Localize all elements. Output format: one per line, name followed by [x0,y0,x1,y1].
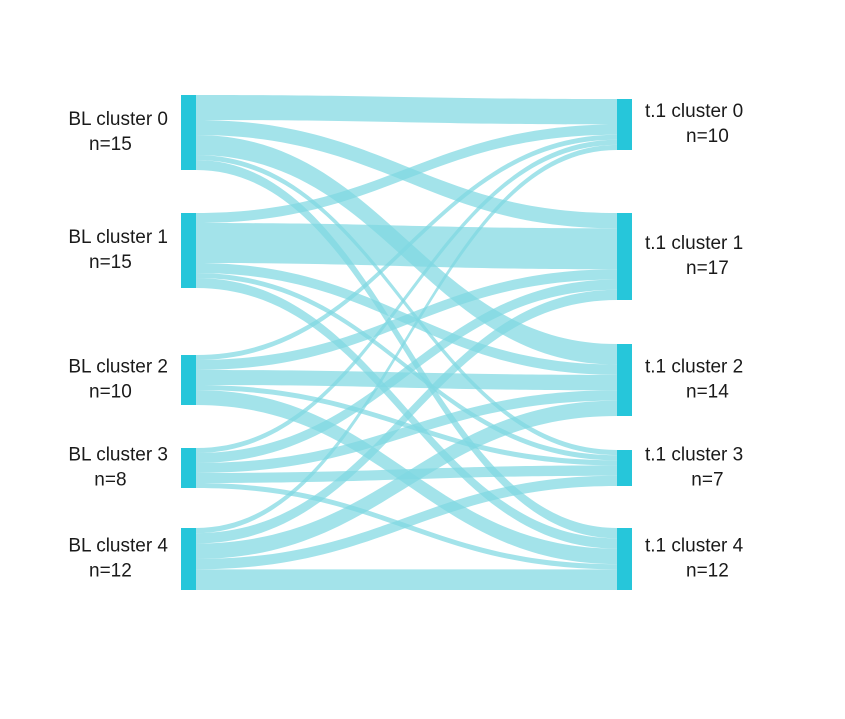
node-label-count: n=8 [94,470,126,491]
sankey-link[interactable] [196,475,617,570]
sankey-node-t4[interactable] [617,528,632,590]
sankey-link[interactable] [196,370,617,391]
node-label-group-t4: t.1 cluster 4 n=12 [645,536,744,582]
sankey-link[interactable] [196,144,617,534]
node-label-count: n=12 [89,561,132,582]
node-label-name: t.1 cluster 4 [645,536,744,557]
sankey-node-t2[interactable] [617,344,632,416]
node-label-name: t.1 cluster 0 [645,101,743,122]
sankey-link[interactable] [196,139,617,454]
sankey-link[interactable] [196,289,617,544]
node-label-count: n=15 [89,252,132,273]
node-label-count: n=15 [89,134,132,155]
sankey-node-bl1[interactable] [181,213,196,288]
node-label-name: t.1 cluster 2 [645,357,743,378]
node-label-group-t3: t.1 cluster 3 n=7 [645,445,743,491]
sankey-node-t1[interactable] [617,213,632,300]
sankey-node-bl2[interactable] [181,355,196,405]
sankey-link[interactable] [196,400,617,559]
sankey-link[interactable] [196,390,617,473]
node-label-group-bl1: BL cluster 1 n=15 [68,227,168,273]
sankey-link[interactable] [196,160,617,539]
sankey-link[interactable] [196,134,617,360]
node-label-group-t0: t.1 cluster 0 n=10 [645,101,743,147]
sankey-link[interactable] [196,269,617,370]
node-label-group-t2: t.1 cluster 2 n=14 [645,357,743,403]
sankey-node-t3[interactable] [617,450,632,486]
node-label-name: t.1 cluster 1 [645,233,743,254]
node-label-count: n=7 [691,470,723,491]
node-label-count: n=10 [89,382,132,403]
node-label-group-t1: t.1 cluster 1 n=17 [645,233,743,279]
node-label-name: BL cluster 3 [68,445,168,466]
sankey-node-t0[interactable] [617,99,632,150]
node-label-count: n=14 [686,382,729,403]
node-label-group-bl2: BL cluster 2 n=10 [68,357,168,403]
node-label-count: n=10 [686,126,729,147]
node-label-group-bl0: BL cluster 0 n=15 [68,109,168,155]
node-label-name: BL cluster 1 [68,227,168,248]
sankey-link[interactable] [196,155,617,456]
sankey-links-layer [196,95,617,590]
node-label-name: t.1 cluster 3 [645,445,743,466]
node-label-name: BL cluster 2 [68,357,168,378]
node-label-group-bl4: BL cluster 4 n=12 [68,536,168,582]
sankey-link[interactable] [196,124,617,224]
node-label-count: n=12 [686,561,729,582]
node-label-count: n=17 [686,258,729,279]
sankey-link[interactable] [196,279,617,463]
sankey-node-bl0[interactable] [181,95,196,170]
sankey-link[interactable] [196,95,617,125]
sankey-link[interactable] [196,385,617,466]
node-label-group-bl3: BL cluster 3 n=8 [68,445,168,491]
sankey-node-bl3[interactable] [181,448,196,488]
sankey-node-bl4[interactable] [181,528,196,590]
sankey-nodes-layer [181,95,632,590]
node-label-name: BL cluster 4 [68,536,168,557]
sankey-link[interactable] [196,569,617,590]
node-label-name: BL cluster 0 [68,109,168,130]
